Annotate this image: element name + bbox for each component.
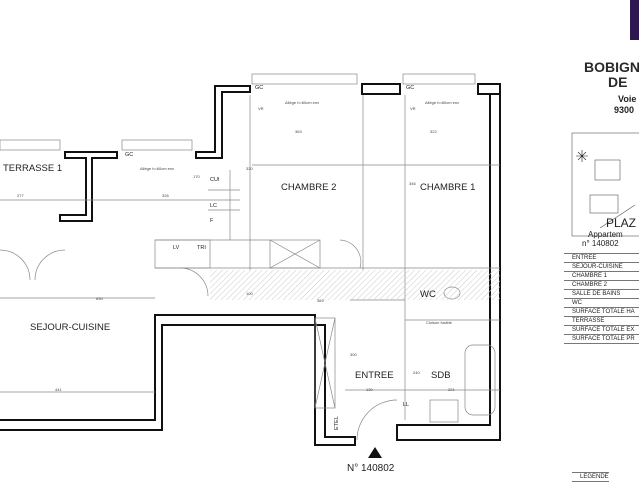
dim-chambre2-w: 363 (295, 129, 302, 134)
table-row: SEJOUR-CUISINE (564, 263, 639, 272)
dim-kitchen-h: 170 (193, 174, 200, 179)
fixture-f: F (210, 218, 214, 224)
postal-code: 9300 (614, 105, 635, 115)
note-vr: VR (410, 106, 416, 111)
note-vr: VR (258, 106, 264, 111)
fixture-tri: TRI (197, 245, 206, 251)
dim-corridor-w: 369 (317, 298, 324, 303)
fixture-gc: GC (406, 85, 414, 91)
room-label-chambre1: CHAMBRE 1 (420, 182, 475, 193)
fixture-lv: LV (173, 245, 180, 251)
project-title-line2: DE (608, 74, 628, 90)
door-swing (179, 267, 209, 297)
dim-entree-w: 130 (366, 387, 373, 392)
fixture-ll: LL (403, 402, 409, 408)
table-row: WC (564, 299, 639, 308)
dim-sejour: 630 (96, 296, 103, 301)
dim-sdb-h: 240 (413, 370, 420, 375)
dim-sdb-w: 221 (448, 387, 455, 392)
corridor-hatch (210, 270, 500, 300)
dim-kitchen: 326 (162, 193, 169, 198)
note-allege: Allège h=60cm env (285, 100, 319, 105)
table-row: SALLE DE BAINS (564, 290, 639, 299)
table-row: SURFACE TOTALE PR (564, 335, 639, 344)
interior-walls (0, 73, 500, 441)
room-label-wc: WC (420, 289, 436, 300)
project-title: BOBIGN (584, 59, 639, 75)
program-name: PLAZ (606, 216, 637, 230)
entrance-arrow-icon (368, 447, 382, 458)
table-row: SURFACE TOTALE HA (564, 308, 639, 317)
table-row: ENTREE (564, 254, 639, 263)
table-row: TERRASSE (564, 317, 639, 326)
dim-chambre1-w: 322 (430, 129, 437, 134)
dim-entree-h: 300 (350, 352, 357, 357)
dim-chambre2-h: 320 (246, 166, 253, 171)
room-label-sejour: SEJOUR-CUISINE (30, 322, 110, 333)
note-allege: Allège h=60cm env (425, 100, 459, 105)
table-row: SURFACE TOTALE EX (564, 326, 639, 335)
dim-corridor-h: 100 (246, 291, 253, 296)
entry-door-swing (356, 399, 398, 441)
apartment-number: N° 140802 (347, 463, 395, 474)
balcony-rail-chambre2 (251, 73, 358, 85)
dim-terrasse: 277 (17, 193, 24, 198)
fixture-gc: GC (255, 85, 263, 91)
room-label-chambre2: CHAMBRE 2 (281, 182, 336, 193)
fixture-gc: GC (125, 152, 133, 158)
logo (630, 0, 639, 40)
table-row: CHAMBRE 2 (564, 281, 639, 290)
balcony-rail-kitchen (121, 139, 193, 151)
address: Voie (618, 94, 637, 104)
washbasin (429, 399, 459, 423)
note-allege: Allège h=60cm env (140, 166, 174, 171)
room-label-entree: ENTREE (355, 370, 394, 381)
door-swing (339, 239, 362, 269)
bathtub (464, 344, 496, 416)
apartment-ref: n° 140802 (582, 239, 619, 248)
room-label-terrasse: TERRASSE 1 (3, 163, 62, 174)
compass-icon (576, 150, 588, 162)
legend-header: LEGENDE (572, 472, 609, 482)
fixture-etel: ETEL (334, 416, 340, 430)
dim-sejour-lower: 441 (55, 387, 62, 392)
terrace-door-swing (0, 249, 66, 281)
apartment-type: Appartem (588, 230, 623, 239)
balcony-rail-chambre1 (402, 73, 476, 85)
exterior-walls (0, 83, 501, 446)
surface-table: ENTREE SEJOUR-CUISINE CHAMBRE 1 CHAMBRE … (564, 253, 639, 344)
note-cloison: Cloison fusible (426, 320, 453, 325)
room-label-sdb: SDB (431, 370, 451, 381)
dim-chambre1-h: 346 (409, 181, 416, 186)
table-row: CHAMBRE 1 (564, 272, 639, 281)
fixture-cui: CUI (210, 177, 220, 183)
info-panel: BOBIGN DE Voie 9300 PLAZ Appartem n° 140… (564, 59, 639, 482)
location-map (571, 132, 639, 237)
fixture-lc: LC (210, 203, 217, 209)
